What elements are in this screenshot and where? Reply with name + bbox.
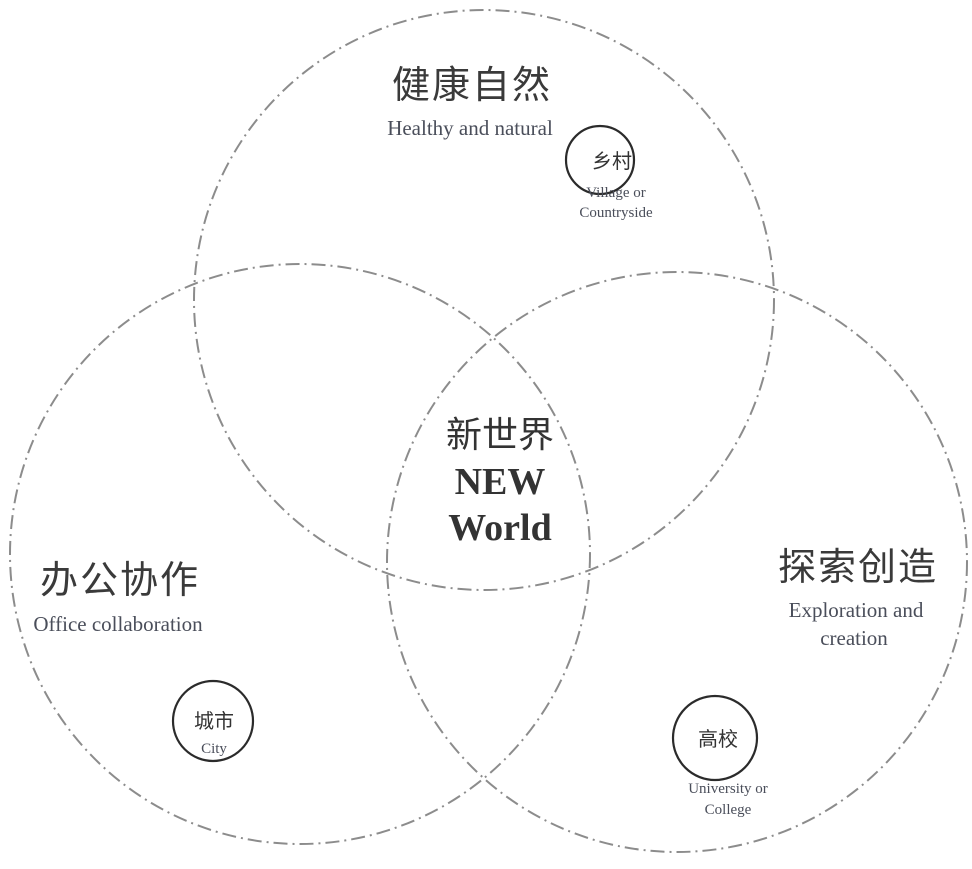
village-badge-cn: 乡村 bbox=[592, 149, 632, 173]
circle-exploration-creation bbox=[386, 271, 968, 853]
university-badge-en-line2: College bbox=[705, 802, 752, 818]
circle-office-collaboration bbox=[9, 263, 591, 845]
village-badge bbox=[564, 124, 636, 196]
top-title-cn: 健康自然 bbox=[392, 63, 552, 107]
university-badge-en-line1: University or bbox=[688, 781, 768, 797]
circle-healthy-natural bbox=[193, 9, 775, 591]
left-subtitle-en: Office collaboration bbox=[33, 612, 203, 636]
center-title-en-line2: World bbox=[448, 507, 551, 549]
center-title-cn: 新世界 bbox=[446, 415, 554, 456]
right-title-cn: 探索创造 bbox=[778, 545, 938, 589]
right-subtitle-en-line2: creation bbox=[820, 626, 888, 650]
center-title-en-line1: NEW bbox=[455, 461, 546, 503]
right-subtitle-en-line1: Exploration and bbox=[789, 598, 924, 622]
top-subtitle-en: Healthy and natural bbox=[387, 116, 553, 140]
city-badge-en: City bbox=[201, 741, 227, 757]
city-badge bbox=[171, 679, 255, 763]
left-title-cn: 办公协作 bbox=[40, 558, 200, 602]
university-badge-cn: 高校 bbox=[698, 727, 738, 751]
university-badge bbox=[671, 694, 759, 782]
village-badge-en-line2: Countryside bbox=[579, 205, 653, 221]
city-badge-cn: 城市 bbox=[194, 709, 234, 733]
village-badge-en-line1: Village or bbox=[586, 185, 646, 201]
